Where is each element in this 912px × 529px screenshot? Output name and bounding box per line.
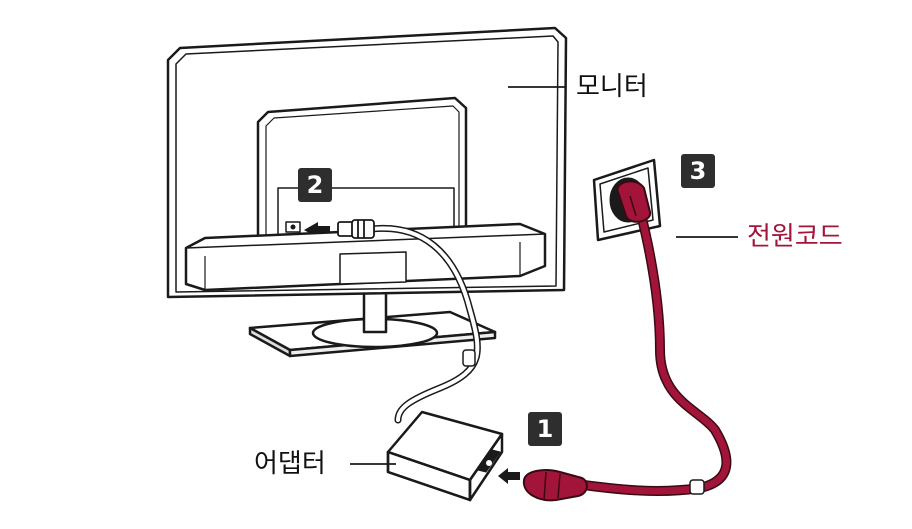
- power-cord: [571, 205, 732, 496]
- power-plug-adapter: [522, 469, 588, 502]
- monitor-body: [166, 26, 568, 299]
- monitor-label: 모니터: [576, 72, 648, 102]
- insert-arrow-adapter: [498, 468, 520, 484]
- step-badge-2: 2: [298, 168, 332, 202]
- dc-plug: [337, 219, 375, 239]
- adapter-label: 어댑터: [254, 449, 326, 479]
- step-badge-3: 3: [681, 154, 715, 188]
- leader-lines: [350, 86, 738, 465]
- dc-cable: [368, 224, 481, 424]
- power-plug-outlet: [616, 180, 652, 223]
- adapter-box: [386, 410, 504, 502]
- monitor-stand: [248, 280, 497, 358]
- power-cord-label: 전원코드: [747, 222, 843, 252]
- step-badge-1: 1: [528, 412, 562, 446]
